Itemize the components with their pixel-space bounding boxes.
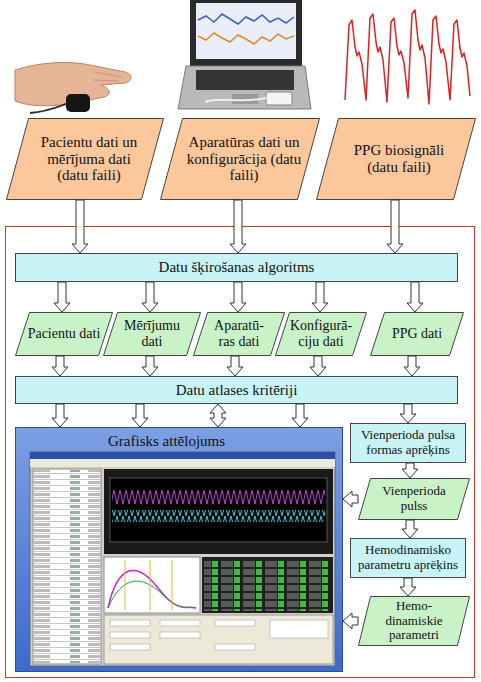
measurement-table [33, 469, 101, 664]
pulse-plot [104, 557, 200, 613]
process-box: Hemodinamisko parametru aprēķins [350, 538, 466, 578]
app-toolbar [30, 459, 335, 467]
parallelogram-shape [161, 119, 320, 200]
flow-arrow [52, 356, 68, 376]
input-data-file: Aparatūras dati un konfigurācija (datu f… [160, 118, 320, 200]
node-label: Hemodinamisko parametru aprēķins [355, 543, 461, 572]
flow-arrow [292, 404, 308, 427]
device-cable [205, 98, 266, 102]
system-boundary [6, 227, 475, 678]
panel-heading: Grafisks attēlojums [108, 433, 225, 450]
flow-arrow [407, 282, 423, 312]
data-parallelogram: Hemo- dinamiskie parametri [358, 596, 470, 646]
data-parallelogram: Mērījumu dati [103, 312, 201, 356]
input-data-file: Pacientu dati un mērījuma dati (datu fai… [6, 118, 164, 200]
data-parallelogram: Vienperioda pulss [358, 478, 470, 520]
ppg-device [266, 92, 292, 105]
parallelogram-shape [359, 479, 470, 520]
flow-arrow [343, 613, 358, 629]
flow-arrow [400, 404, 416, 423]
parameter-panel [202, 557, 333, 613]
node-label: Aparatūras dati un konfigurācija (datu f… [186, 134, 302, 184]
screen-wave [198, 33, 294, 44]
table-rows [33, 470, 101, 663]
signal-plot [110, 478, 327, 542]
parallelogram-shape [359, 597, 470, 646]
laptop-screen [196, 3, 296, 59]
sensor-cable [30, 104, 66, 113]
finger-lines [93, 72, 122, 81]
parallelogram-shape [7, 119, 164, 200]
parallelogram-shape [371, 313, 464, 356]
parallelogram-shape [317, 119, 476, 200]
node-label: PPG dati [392, 326, 442, 342]
signal-band [112, 490, 325, 504]
node-label: Datu atlases kritēriji [176, 382, 298, 399]
data-parallelogram: Pacientu dati [15, 312, 113, 356]
flow-arrow [343, 491, 358, 507]
signal-panel [104, 469, 333, 554]
flow-arrow [52, 404, 68, 427]
flow-arrow [402, 520, 418, 538]
laptop-keyboard [196, 70, 294, 90]
node-label: Pacientu dati un mērījuma dati (datu fai… [32, 134, 146, 184]
flow-arrow [404, 356, 420, 376]
input-data-file: PPG biosignāli (datu faili) [316, 118, 476, 200]
flow-arrow [142, 356, 158, 376]
parallelogram-shape [104, 313, 201, 356]
node-label: Aparatū- ras dati [205, 318, 273, 349]
node-label: PPG biosignāli (datu faili) [342, 142, 456, 176]
node-label: Datu šķirošanas algoritms [159, 259, 315, 276]
parallelogram-shape [16, 313, 113, 356]
data-parallelogram: Konfigurā- ciju dati [275, 312, 367, 356]
flow-arrow [227, 356, 243, 376]
node-label: Vienperioda pulss [376, 484, 452, 513]
finger-sensor [66, 94, 90, 112]
marker-lines [125, 560, 172, 610]
flow-arrow [230, 282, 246, 312]
form-area [104, 615, 333, 664]
flow-arrow [142, 282, 158, 312]
node-label: Mērījumu dati [115, 318, 189, 349]
flow-arrow [402, 463, 418, 478]
ppg-signal [345, 10, 470, 104]
node-label: Hemo- dinamiskie parametri [380, 599, 448, 643]
process-box: Vienperioda pulsa formas aprēķins [350, 423, 466, 463]
parallelogram-shape [276, 313, 367, 356]
parallelogram-shape [194, 313, 285, 356]
pulse-curve [108, 581, 196, 608]
flow-arrow [132, 404, 148, 427]
node-label: Konfigurā- ciju dati [285, 318, 357, 349]
flow-arrow [400, 578, 416, 596]
node-label: Vienperioda pulsa formas aprēķins [355, 428, 461, 457]
node-label: Pacientu dati [28, 326, 101, 342]
laptop-base [178, 66, 311, 109]
process-bar: Datu šķirošanas algoritms [15, 253, 458, 282]
flow-arrow [312, 282, 328, 312]
data-parallelogram: PPG dati [370, 312, 464, 356]
flow-arrow [72, 200, 88, 253]
signal-band [112, 510, 325, 522]
parameter-cells [204, 559, 331, 611]
flow-arrow [210, 404, 226, 427]
flow-arrow [310, 356, 326, 376]
flow-arrow [387, 200, 403, 253]
app-titlebar [30, 452, 335, 459]
flow-arrow [54, 282, 70, 312]
flow-arrow [230, 200, 246, 253]
form-fields [110, 620, 328, 650]
data-parallelogram: Aparatū- ras dati [193, 312, 285, 356]
app-window [30, 452, 335, 666]
pulse-curve [108, 570, 196, 608]
process-bar: Datu atlases kritēriji [15, 376, 458, 404]
laptop-lid [190, 0, 302, 66]
screen-wave [198, 14, 294, 24]
